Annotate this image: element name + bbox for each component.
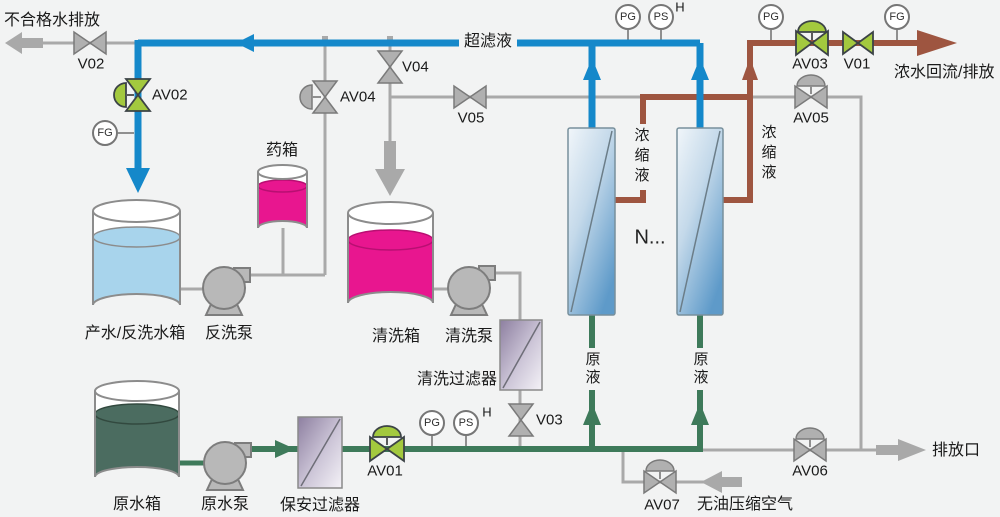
arrow-into-cleaning-tank (375, 141, 405, 196)
ps-gauge-feed-label: PS (458, 417, 474, 429)
membrane-module-2 (676, 127, 724, 316)
pg-gauge-feed: PG (419, 410, 445, 436)
label-raw-liquid-right: 原液 (689, 348, 711, 390)
valve-av01 (369, 425, 405, 463)
valve-v02 (73, 30, 107, 56)
label-valve-av06: AV06 (792, 462, 828, 480)
junction-nub (387, 36, 393, 41)
fg-gauge-concentrate: FG (884, 4, 910, 30)
membrane-module-1 (567, 127, 616, 316)
valve-av04 (299, 80, 339, 114)
pipe-permeate (134, 39, 704, 170)
valve-av06 (793, 427, 827, 463)
label-valve-av07: AV07 (644, 496, 680, 514)
fg-gauge-left-label: FG (97, 127, 113, 139)
label-valve-av04: AV04 (340, 88, 376, 106)
pg-gauge-concentrate: PG (758, 4, 784, 30)
tank-raw-water (94, 380, 180, 478)
ps-top-high-flag: H (675, 0, 685, 15)
label-concentrate-left: 浓缩液 (630, 124, 652, 190)
label-ultrafiltrate: 超滤液 (458, 32, 518, 52)
valve-av05 (794, 74, 828, 110)
valve-v05 (453, 84, 487, 110)
arrow-discharge-port (876, 439, 926, 461)
ps-gauge-top: PS (648, 4, 674, 30)
ps-gauge-top-label: PS (653, 11, 669, 23)
filter-security (297, 416, 343, 489)
valve-v01 (842, 30, 874, 56)
pg-gauge-top: PG (615, 4, 641, 30)
label-unqualified-water-discharge: 不合格水排放 (4, 11, 101, 29)
pg-gauge-concentrate-label: PG (763, 11, 779, 23)
tank-cleaning (347, 201, 434, 304)
label-valve-av05: AV05 (793, 109, 829, 127)
pump-raw-water (203, 441, 252, 491)
label-raw-water-pump: 原水泵 (200, 495, 250, 513)
label-discharge-port: 排放口 (932, 441, 981, 459)
valve-av03 (795, 20, 829, 57)
pg-gauge-feed-label: PG (424, 417, 440, 429)
valve-v03 (507, 403, 535, 437)
ps-gauge-feed: PS (453, 410, 479, 436)
filter-cleaning (499, 319, 543, 391)
fg-gauge-concentrate-label: FG (889, 11, 905, 23)
pg-gauge-top-label: PG (620, 11, 636, 23)
label-membrane-count: N... (634, 226, 666, 249)
label-cleaning-tank: 清洗箱 (371, 327, 421, 345)
label-backwash-pump: 反洗泵 (204, 324, 254, 342)
label-product-backwash-tank: 产水/反洗水箱 (84, 324, 186, 342)
label-concentrate-right: 浓缩液 (759, 124, 777, 184)
label-valve-v04: V04 (402, 58, 429, 76)
fg-gauge-left: FG (92, 120, 118, 146)
label-cleaning-filter: 清洗过滤器 (416, 370, 498, 388)
arrow-compressed-air (701, 471, 742, 493)
label-valve-v05: V05 (457, 109, 485, 127)
label-valve-av01: AV01 (367, 462, 403, 480)
label-concentrate-return: 浓水回流/排放 (894, 63, 995, 81)
valve-av07 (643, 459, 677, 495)
label-valve-av02: AV02 (152, 86, 188, 104)
label-cleaning-pump: 清洗泵 (444, 327, 494, 345)
permeate-arrows (126, 34, 709, 193)
pump-backwash (202, 266, 251, 316)
label-raw-water-tank: 原水箱 (112, 495, 162, 513)
concentrate-arrows (742, 30, 957, 80)
label-valve-v02: V02 (77, 55, 105, 73)
tank-product-backwash (92, 199, 181, 306)
tank-drug (257, 164, 308, 229)
label-valve-av03: AV03 (792, 55, 828, 73)
label-valve-v03: V03 (536, 411, 563, 429)
arrow-unqualified-discharge (5, 32, 43, 54)
label-valve-v01: V01 (843, 55, 871, 73)
raw-water-arrows (275, 403, 709, 458)
label-drug-tank: 药箱 (265, 141, 299, 159)
pump-cleaning (447, 265, 496, 316)
valve-v04 (376, 50, 404, 84)
label-raw-liquid-left: 原液 (581, 348, 603, 390)
junction-nub (322, 36, 328, 41)
gauge-stems (118, 30, 898, 446)
label-oil-free-air: 无油压缩空气 (697, 495, 794, 513)
valve-av02 (113, 78, 152, 112)
ps-feed-high-flag: H (482, 404, 492, 420)
pipe-network-gray (43, 37, 877, 484)
label-security-filter: 保安过滤器 (279, 496, 361, 514)
